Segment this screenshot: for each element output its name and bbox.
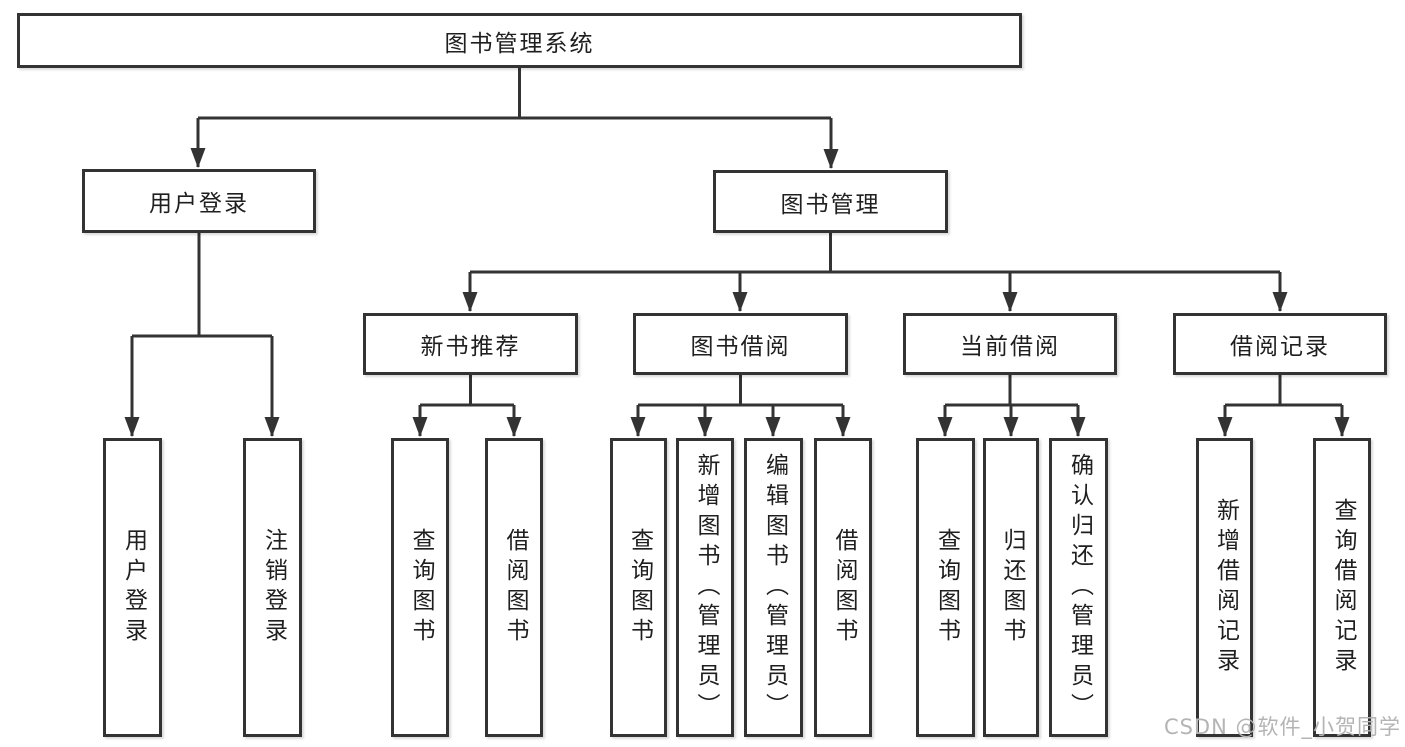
leaf-label: 借阅图书: [830, 527, 857, 648]
node-leaf-user-login: 用户登录: [103, 438, 162, 737]
node-leaf-add-books-admin: 新增图书（管理员）: [676, 438, 734, 737]
node-book-borrow-label: 图书借阅: [690, 334, 791, 360]
leaf-label: 注销登录: [260, 527, 287, 648]
node-book-management: 图书管理: [713, 170, 948, 233]
leaf-label: 查询借阅记录: [1329, 497, 1356, 678]
leaf-label: 编辑图书（管理员）: [761, 452, 788, 723]
leaf-label: 新增图书（管理员）: [692, 452, 719, 723]
node-leaf-add-borrow-record: 新增借阅记录: [1196, 438, 1253, 737]
csdn-watermark: CSDN @软件_小贺同学: [1163, 715, 1401, 739]
node-new-book-recommend: 新书推荐: [363, 313, 578, 375]
leaf-label: 归还图书: [998, 527, 1025, 648]
node-leaf-logout: 注销登录: [243, 438, 302, 737]
node-leaf-query-books-3: 查询图书: [916, 438, 975, 737]
node-new-book-recommend-label: 新书推荐: [420, 334, 521, 360]
node-leaf-confirm-return-admin: 确认归还（管理员）: [1049, 438, 1108, 737]
node-book-borrow: 图书借阅: [633, 313, 848, 375]
node-current-borrow: 当前借阅: [903, 313, 1117, 375]
leaf-label: 查询图书: [626, 527, 653, 648]
node-leaf-query-borrow-record: 查询借阅记录: [1313, 438, 1371, 737]
node-leaf-borrow-books-1: 借阅图书: [485, 438, 543, 737]
node-user-login-label: 用户登录: [149, 191, 249, 217]
node-root-label: 图书管理系统: [444, 30, 595, 57]
leaf-label: 确认归还（管理员）: [1066, 452, 1093, 723]
node-borrow-records: 借阅记录: [1173, 313, 1387, 375]
leaf-label: 借阅图书: [501, 527, 528, 648]
node-book-management-label: 图书管理: [780, 191, 881, 218]
node-leaf-borrow-books-2: 借阅图书: [814, 438, 872, 737]
node-current-borrow-label: 当前借阅: [960, 334, 1060, 360]
node-borrow-records-label: 借阅记录: [1230, 334, 1330, 360]
node-leaf-return-books: 归还图书: [983, 438, 1039, 737]
leaf-label: 查询图书: [407, 527, 434, 648]
leaf-label: 新增借阅记录: [1212, 497, 1239, 678]
node-root: 图书管理系统: [17, 13, 1022, 68]
node-user-login: 用户登录: [82, 169, 316, 233]
node-leaf-query-books-1: 查询图书: [391, 438, 449, 737]
leaf-label: 查询图书: [933, 527, 960, 648]
leaf-label: 用户登录: [120, 527, 147, 648]
node-leaf-query-books-2: 查询图书: [610, 438, 667, 737]
node-leaf-edit-books-admin: 编辑图书（管理员）: [744, 438, 803, 737]
